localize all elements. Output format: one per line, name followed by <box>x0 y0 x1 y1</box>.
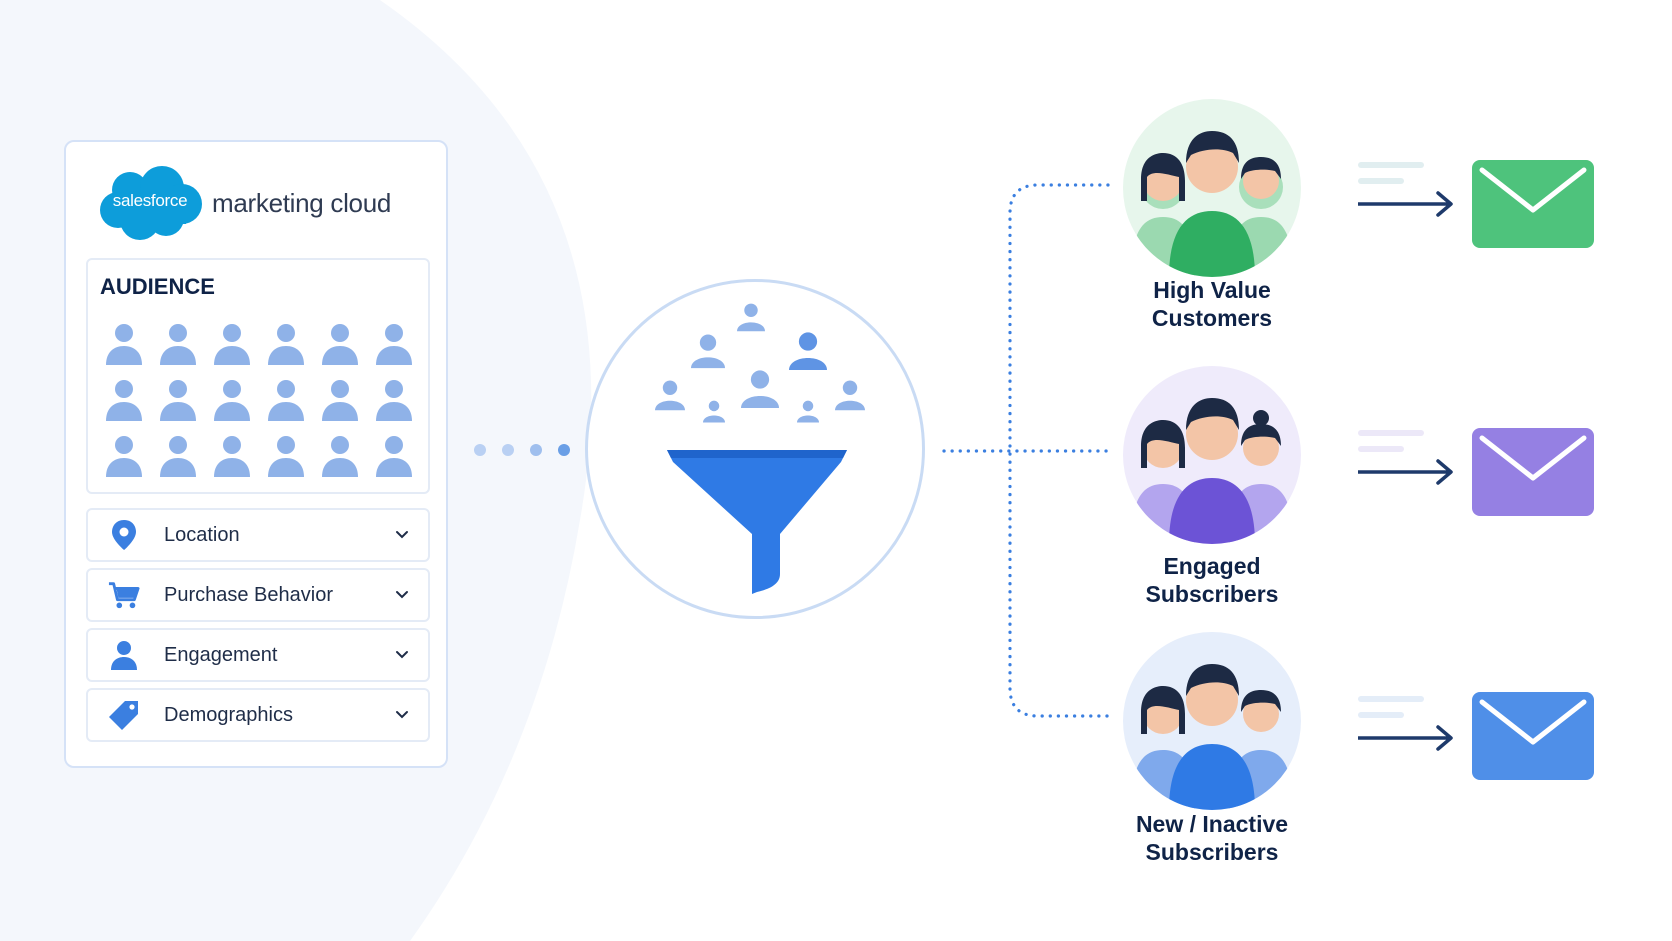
funnel-icon <box>655 303 865 594</box>
audience-card: AUDIENCE <box>86 258 430 494</box>
person-icon <box>158 434 212 490</box>
person-icon <box>320 378 374 434</box>
salesforce-logo: salesforce <box>96 164 204 242</box>
segment-avatar-high-value <box>1123 99 1301 277</box>
filter-location-label: Location <box>164 523 240 546</box>
segment-title-line2: Customers <box>1151 305 1273 331</box>
email-envelope-icon <box>1472 160 1594 248</box>
flow-dot <box>558 444 570 456</box>
person-icon <box>320 322 374 378</box>
send-arrow-icon <box>1358 430 1453 485</box>
flow-dot <box>502 444 514 456</box>
person-icon <box>789 332 827 371</box>
chevron-down-icon[interactable] <box>394 527 410 543</box>
audience-title: AUDIENCE <box>100 274 215 299</box>
person-icon <box>691 334 725 369</box>
tag-icon <box>108 699 140 731</box>
filter-demographics-label: Demographics <box>164 703 293 726</box>
filter-purchase-behavior-label: Purchase Behavior <box>164 583 333 606</box>
product-name: marketing cloud <box>212 187 392 218</box>
segment-title-line2: Subscribers <box>1145 581 1279 607</box>
filter-demographics[interactable]: Demographics <box>86 688 430 742</box>
filter-engagement-label: Engagement <box>164 643 278 666</box>
person-icon <box>158 378 212 434</box>
shopping-cart-icon <box>108 579 140 611</box>
send-arrow-icon <box>1358 696 1453 751</box>
email-envelope-icon <box>1472 428 1594 516</box>
person-icon <box>320 434 374 490</box>
person-icon <box>266 434 320 490</box>
segment-avatar-engaged <box>1123 366 1301 544</box>
person-icon <box>266 378 320 434</box>
segment-title-line2: Subscribers <box>1145 839 1279 865</box>
audience-people-grid <box>104 322 428 490</box>
person-icon <box>374 378 428 434</box>
segment-title-line1: New / Inactive <box>1135 811 1289 837</box>
segment-label-high-value: High Value Customers <box>1100 276 1324 332</box>
person-icon <box>374 434 428 490</box>
person-icon <box>797 400 819 423</box>
segment-label-engaged: Engaged Subscribers <box>1100 552 1324 608</box>
funnel-people <box>655 303 865 423</box>
chevron-down-icon[interactable] <box>394 647 410 663</box>
filter-engagement[interactable]: Engagement <box>86 628 430 682</box>
segment-title-line1: High Value <box>1153 277 1271 303</box>
person-icon <box>108 639 140 671</box>
person-icon <box>741 370 779 409</box>
flow-dots <box>474 444 570 456</box>
filter-purchase-behavior[interactable]: Purchase Behavior <box>86 568 430 622</box>
flow-dot <box>530 444 542 456</box>
segmentation-funnel <box>585 279 925 619</box>
email-envelope-icon <box>1472 692 1594 780</box>
person-icon <box>655 380 685 411</box>
chevron-down-icon[interactable] <box>394 587 410 603</box>
marketing-cloud-panel: salesforce marketing cloud AUDIENCE Loca… <box>64 140 448 768</box>
salesforce-logo-text: salesforce <box>112 191 188 210</box>
segment-title-line1: Engaged <box>1163 553 1261 579</box>
segment-label-new-inactive: New / Inactive Subscribers <box>1100 810 1324 866</box>
person-icon <box>104 434 158 490</box>
person-icon <box>737 303 765 332</box>
filter-location[interactable]: Location <box>86 508 430 562</box>
person-icon <box>266 322 320 378</box>
person-icon <box>212 434 266 490</box>
chevron-down-icon[interactable] <box>394 707 410 723</box>
person-icon <box>104 322 158 378</box>
person-icon <box>374 322 428 378</box>
brand-header: salesforce marketing cloud <box>96 164 391 242</box>
person-icon <box>212 378 266 434</box>
person-icon <box>212 322 266 378</box>
send-arrow-icon <box>1358 162 1453 217</box>
person-icon <box>104 378 158 434</box>
person-icon <box>703 400 725 423</box>
person-icon <box>158 322 212 378</box>
person-icon <box>835 380 865 411</box>
location-pin-icon <box>108 519 140 551</box>
flow-dot <box>474 444 486 456</box>
segment-avatar-new-inactive <box>1123 632 1301 810</box>
